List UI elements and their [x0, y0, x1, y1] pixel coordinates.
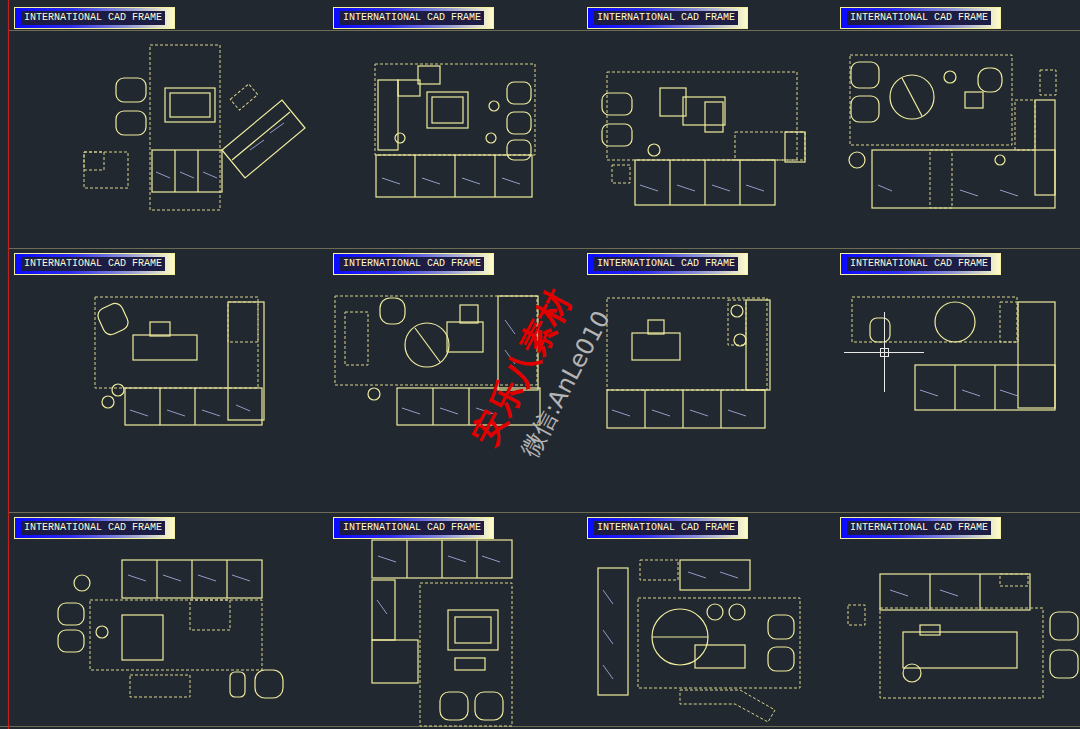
frame-title: INTERNATIONAL CAD FRAME	[333, 7, 494, 29]
frame-title-text: INTERNATIONAL CAD FRAME	[340, 11, 484, 25]
frame-title-text: INTERNATIONAL CAD FRAME	[21, 11, 165, 25]
frame-title: INTERNATIONAL CAD FRAME	[840, 7, 1001, 29]
frame-title: INTERNATIONAL CAD FRAME	[587, 7, 748, 29]
frame-title: INTERNATIONAL CAD FRAME	[14, 253, 175, 275]
frame-title-text: INTERNATIONAL CAD FRAME	[21, 521, 165, 535]
frame-title-text: INTERNATIONAL CAD FRAME	[847, 521, 991, 535]
frame-title-text: INTERNATIONAL CAD FRAME	[594, 257, 738, 271]
frame-title: INTERNATIONAL CAD FRAME	[333, 253, 494, 275]
frame-title: INTERNATIONAL CAD FRAME	[840, 517, 1001, 539]
frame-title-text: INTERNATIONAL CAD FRAME	[340, 521, 484, 535]
frame-title-text: INTERNATIONAL CAD FRAME	[21, 257, 165, 271]
frame-title: INTERNATIONAL CAD FRAME	[14, 7, 175, 29]
frame-title: INTERNATIONAL CAD FRAME	[14, 517, 175, 539]
frame-title-text: INTERNATIONAL CAD FRAME	[594, 521, 738, 535]
frame-title-text: INTERNATIONAL CAD FRAME	[594, 11, 738, 25]
frame-title-text: INTERNATIONAL CAD FRAME	[847, 11, 991, 25]
frame-title: INTERNATIONAL CAD FRAME	[587, 253, 748, 275]
frame-title-text: INTERNATIONAL CAD FRAME	[847, 257, 991, 271]
frame-title: INTERNATIONAL CAD FRAME	[587, 517, 748, 539]
frame-title: INTERNATIONAL CAD FRAME	[333, 517, 494, 539]
frame-title: INTERNATIONAL CAD FRAME	[840, 253, 1001, 275]
frame-title-text: INTERNATIONAL CAD FRAME	[340, 257, 484, 271]
